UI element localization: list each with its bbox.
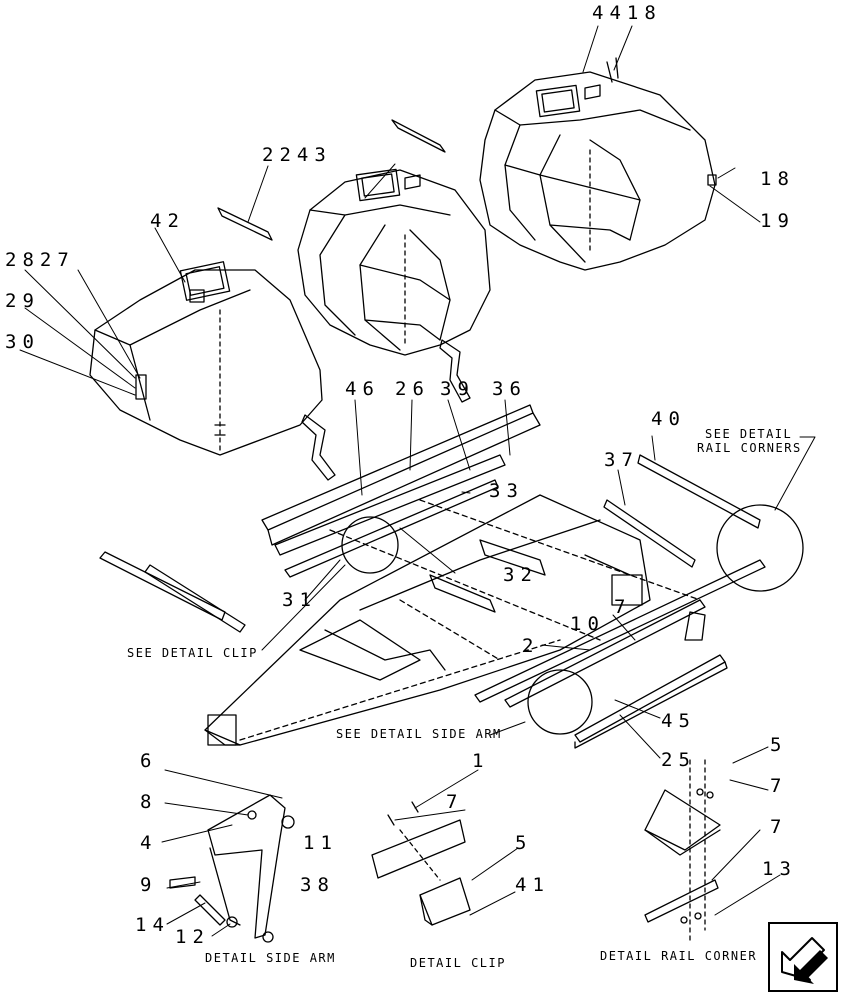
callout-30[interactable]: 30 [5, 331, 40, 353]
callout-31[interactable]: 31 [282, 589, 317, 611]
callout-29[interactable]: 29 [5, 290, 40, 312]
callout-45[interactable]: 45 [661, 710, 696, 732]
caption-detail-rail-corner: DETAIL RAIL CORNER [600, 949, 758, 963]
callout-5-corner[interactable]: 5 [770, 734, 788, 756]
caption-see-detail-clip: SEE DETAIL CLIP [127, 646, 258, 660]
callout-8[interactable]: 8 [140, 791, 158, 813]
callout-2827[interactable]: 2827 [5, 249, 75, 271]
callout-2[interactable]: 2 [522, 635, 540, 657]
rail-37 [603, 499, 696, 568]
lower-rails [474, 559, 766, 749]
bracket-middle [439, 339, 471, 403]
callout-36[interactable]: 36 [492, 378, 527, 400]
callout-26[interactable]: 26 [395, 378, 430, 400]
callout-40[interactable]: 40 [651, 408, 686, 430]
side-rails [261, 404, 541, 578]
strip-left-1 [99, 551, 226, 621]
callout-11[interactable]: 11 [303, 832, 338, 854]
callout-7-corner-bottom[interactable]: 7 [770, 816, 788, 838]
callout-4[interactable]: 4 [140, 832, 158, 854]
tank-left [89, 261, 323, 456]
callout-1[interactable]: 1 [472, 750, 490, 772]
callout-38[interactable]: 38 [300, 874, 335, 896]
callout-42[interactable]: 42 [150, 210, 185, 232]
detail-side-arm-drawing [169, 794, 295, 943]
callout-19[interactable]: 19 [760, 210, 795, 232]
callout-32[interactable]: 32 [503, 564, 538, 586]
callout-5-clip[interactable]: 5 [515, 832, 533, 854]
callout-41[interactable]: 41 [515, 874, 550, 896]
caption-see-detail-rail-corners-2: RAIL CORNERS [697, 441, 802, 455]
callout-12[interactable]: 12 [175, 926, 210, 948]
callout-18[interactable]: 18 [760, 168, 795, 190]
callout-7-frame[interactable]: 7 [614, 596, 632, 618]
bracket-left [301, 414, 336, 481]
callout-6[interactable]: 6 [140, 750, 158, 772]
callout-13[interactable]: 13 [762, 858, 797, 880]
callout-37[interactable]: 37 [604, 449, 639, 471]
rail-40 [637, 454, 761, 529]
tank-right [479, 57, 717, 271]
caption-detail-side-arm: DETAIL SIDE ARM [205, 951, 336, 965]
detail-circle-clip [341, 516, 399, 574]
bracket-side-right [684, 611, 706, 641]
callout-7-clip[interactable]: 7 [446, 791, 464, 813]
callout-9[interactable]: 9 [140, 874, 158, 896]
caption-see-detail-side-arm: SEE DETAIL SIDE ARM [336, 727, 502, 741]
detail-circle-rail-corners [716, 504, 804, 592]
callout-33[interactable]: 33 [489, 480, 524, 502]
callout-10[interactable]: 10 [570, 613, 605, 635]
leader-lines [19, 25, 816, 937]
callout-39[interactable]: 39 [440, 378, 475, 400]
detail-circle-side-arm [527, 669, 593, 735]
callout-14[interactable]: 14 [135, 914, 170, 936]
caption-detail-clip: DETAIL CLIP [410, 956, 506, 970]
detail-clip-drawing [371, 801, 471, 926]
next-page-arrow-icon[interactable] [768, 922, 838, 992]
callout-25[interactable]: 25 [661, 749, 696, 771]
callout-7-corner-top[interactable]: 7 [770, 775, 788, 797]
callout-46[interactable]: 46 [345, 378, 380, 400]
main-frame [204, 494, 701, 746]
strip-left-2 [144, 564, 246, 633]
callout-4418[interactable]: 4418 [592, 2, 662, 24]
tank-middle [217, 119, 491, 356]
callout-2243[interactable]: 2243 [262, 144, 332, 166]
detail-rail-corner-drawing [644, 759, 721, 941]
caption-see-detail-rail-corners-1: SEE DETAIL [705, 427, 793, 441]
